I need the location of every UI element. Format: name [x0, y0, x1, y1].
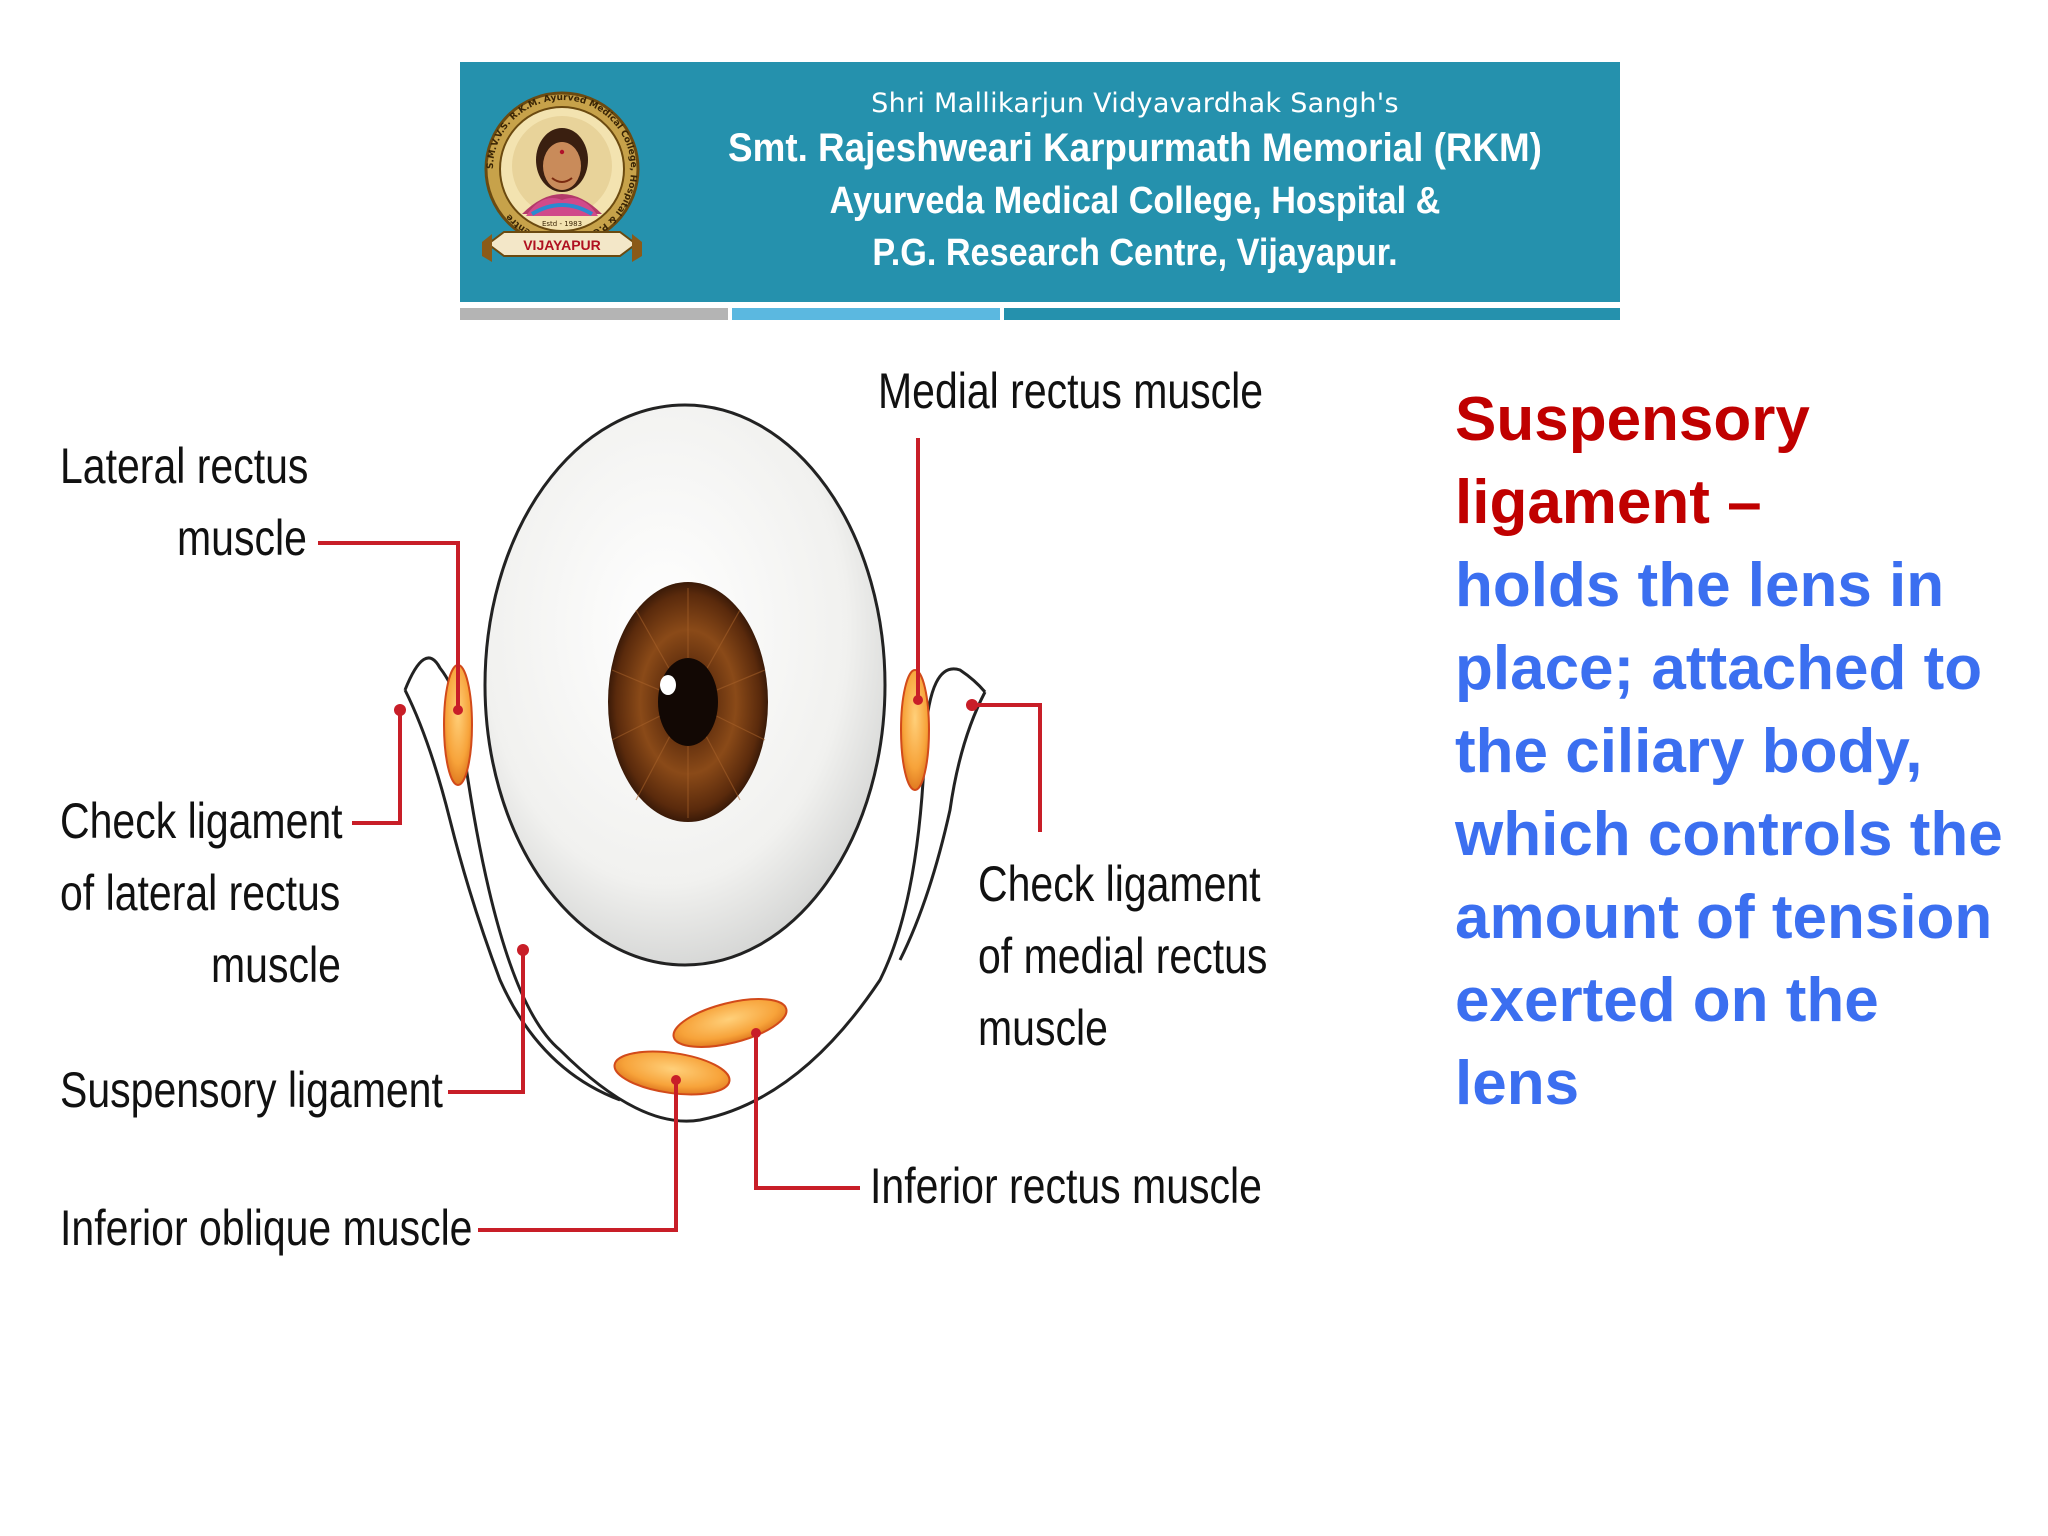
label-suspensory-ligament: Suspensory ligament: [60, 1062, 443, 1118]
label-check-medial-line1: Check ligament: [978, 856, 1261, 912]
label-check-medial-line2: of medial rectus: [978, 928, 1268, 984]
leader-inferior-oblique: [478, 1080, 678, 1232]
label-inferior-oblique: Inferior oblique muscle: [60, 1200, 473, 1256]
label-check-lateral-line3: muscle: [211, 937, 341, 993]
stripe-grey: [460, 308, 728, 320]
banner-research-centre: P.G. Research Centre, Vijayapur.: [872, 232, 1398, 274]
college-seal-logo: S.M.V.V.S. R.K.M. Ayurved Medical Colleg…: [482, 91, 642, 262]
label-medial-rectus: Medial rectus muscle: [878, 363, 1264, 419]
inferior-rectus-muscle: [672, 998, 788, 1048]
description-heading: Suspensory ligament –: [1455, 385, 1810, 537]
medial-rectus-muscle: [900, 669, 930, 791]
pupil: [658, 658, 718, 746]
leader-inferior-rectus: [754, 1033, 860, 1190]
label-check-medial-line3: muscle: [978, 1000, 1108, 1056]
eye-muscle-diagram: Medial rectus muscle Lateral rectus musc…: [0, 340, 1300, 1290]
seal-ribbon-text: VIJAYAPUR: [523, 237, 601, 253]
label-check-lateral-line2: of lateral rectus: [60, 865, 341, 921]
leader-suspensory: [448, 950, 525, 1094]
college-banner: S.M.V.V.S. R.K.M. Ayurved Medical Colleg…: [460, 62, 1620, 302]
eye-illustration: [318, 403, 1042, 1232]
inferior-oblique-muscle: [613, 1050, 731, 1096]
stripe-light-blue: [732, 308, 1000, 320]
label-check-lateral-line1: Check ligament: [60, 793, 343, 849]
description-body: holds the lens in place; attached to the…: [1455, 551, 2003, 1118]
banner-college-name: Ayurveda Medical College, Hospital &: [829, 180, 1441, 222]
banner-memorial-name: Smt. Rajeshweari Karpurmath Memorial (RK…: [728, 126, 1542, 170]
stripe-dark-blue: [1004, 308, 1620, 320]
leader-lateral-rectus: [318, 541, 460, 710]
leader-check-lateral: [352, 710, 402, 825]
banner-sangh-name: Shri Mallikarjun Vidyavardhak Sangh's: [871, 88, 1399, 119]
seal-estd-text: Estd - 1983: [542, 220, 582, 228]
label-inferior-rectus: Inferior rectus muscle: [870, 1158, 1262, 1214]
pupil-highlight: [660, 675, 676, 695]
label-lateral-rectus-line1: Lateral rectus: [60, 438, 309, 494]
leader-check-medial: [972, 703, 1042, 832]
suspensory-ligament-description: Suspensory ligament – holds the lens in …: [1455, 378, 2015, 1125]
label-lateral-rectus-line2: muscle: [177, 510, 307, 566]
banner-stripe: [460, 308, 1620, 320]
